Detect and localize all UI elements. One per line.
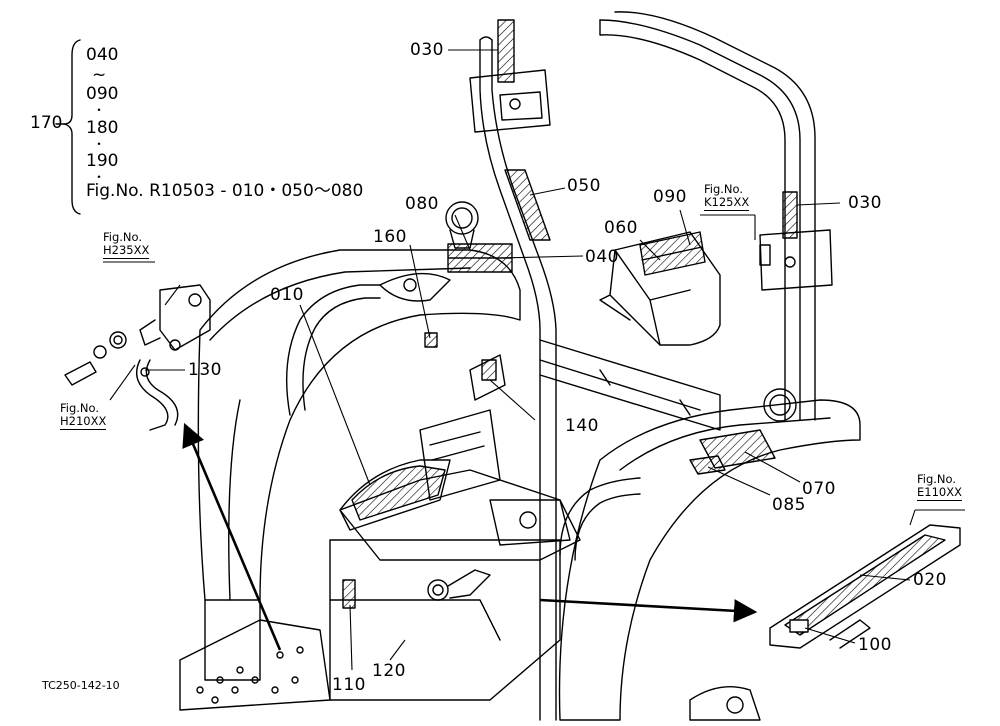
part-label-030-left: 030	[410, 40, 444, 60]
part-label-080: 080	[405, 194, 439, 214]
note-value-3: 180	[86, 118, 119, 138]
fig-ref-h235-line2: H235XX	[103, 243, 150, 259]
part-label-010: 010	[270, 285, 304, 305]
part-label-085: 085	[772, 495, 806, 515]
part-label-120: 120	[372, 661, 406, 681]
part-label-090: 090	[653, 187, 687, 207]
note-value-4: 190	[86, 151, 119, 171]
toolbox	[609, 231, 721, 346]
part-label-110: 110	[332, 675, 366, 695]
note-dot-2: ・	[93, 137, 106, 151]
left-fender	[197, 249, 521, 601]
note-ref-label: 170	[30, 113, 63, 133]
rops-arch	[599, 19, 801, 421]
part-label-040: 040	[585, 247, 619, 267]
part-label-070: 070	[802, 479, 836, 499]
part-label-050: 050	[567, 176, 601, 196]
fig-ref-h210-line1: Fig.No.	[60, 401, 100, 415]
fig-ref-e110-line1: Fig.No.	[917, 472, 957, 486]
fig-ref-k125-line1: Fig.No.	[704, 182, 744, 196]
fig-ref-e110-line2: E110XX	[917, 485, 962, 501]
fig-ref-h235-line1: Fig.No.	[103, 230, 143, 244]
fig-ref-h235: Fig.No. H235XX	[103, 230, 150, 259]
note-fig-line: Fig.No. R10503 - 010・050～080	[86, 181, 364, 201]
fig-ref-k125-line2: K125XX	[704, 195, 750, 211]
part-label-060: 060	[604, 218, 638, 238]
note-value-2: 090	[86, 84, 119, 104]
step-plate	[769, 524, 961, 649]
note-dot-1: ・	[93, 103, 106, 117]
part-label-130: 130	[188, 360, 222, 380]
part-label-030-right: 030	[848, 193, 882, 213]
part-label-020: 020	[913, 570, 947, 590]
part-label-140: 140	[565, 416, 599, 436]
note-dot-3: ・	[93, 170, 106, 184]
drawing-code: TC250-142-10	[42, 679, 120, 692]
fig-ref-k125: Fig.No. K125XX	[704, 182, 750, 211]
fig-ref-h210: Fig.No. H210XX	[60, 401, 107, 430]
note-value-1: 040	[86, 45, 119, 65]
note-bracket	[63, 39, 81, 215]
rops-left-upright	[479, 39, 541, 721]
floor-plate	[179, 619, 331, 711]
part-label-100: 100	[858, 635, 892, 655]
part-label-160: 160	[373, 227, 407, 247]
fig-ref-h210-line2: H210XX	[60, 414, 107, 430]
note-tilde: ~	[92, 65, 107, 85]
fig-ref-e110: Fig.No. E110XX	[917, 473, 962, 501]
